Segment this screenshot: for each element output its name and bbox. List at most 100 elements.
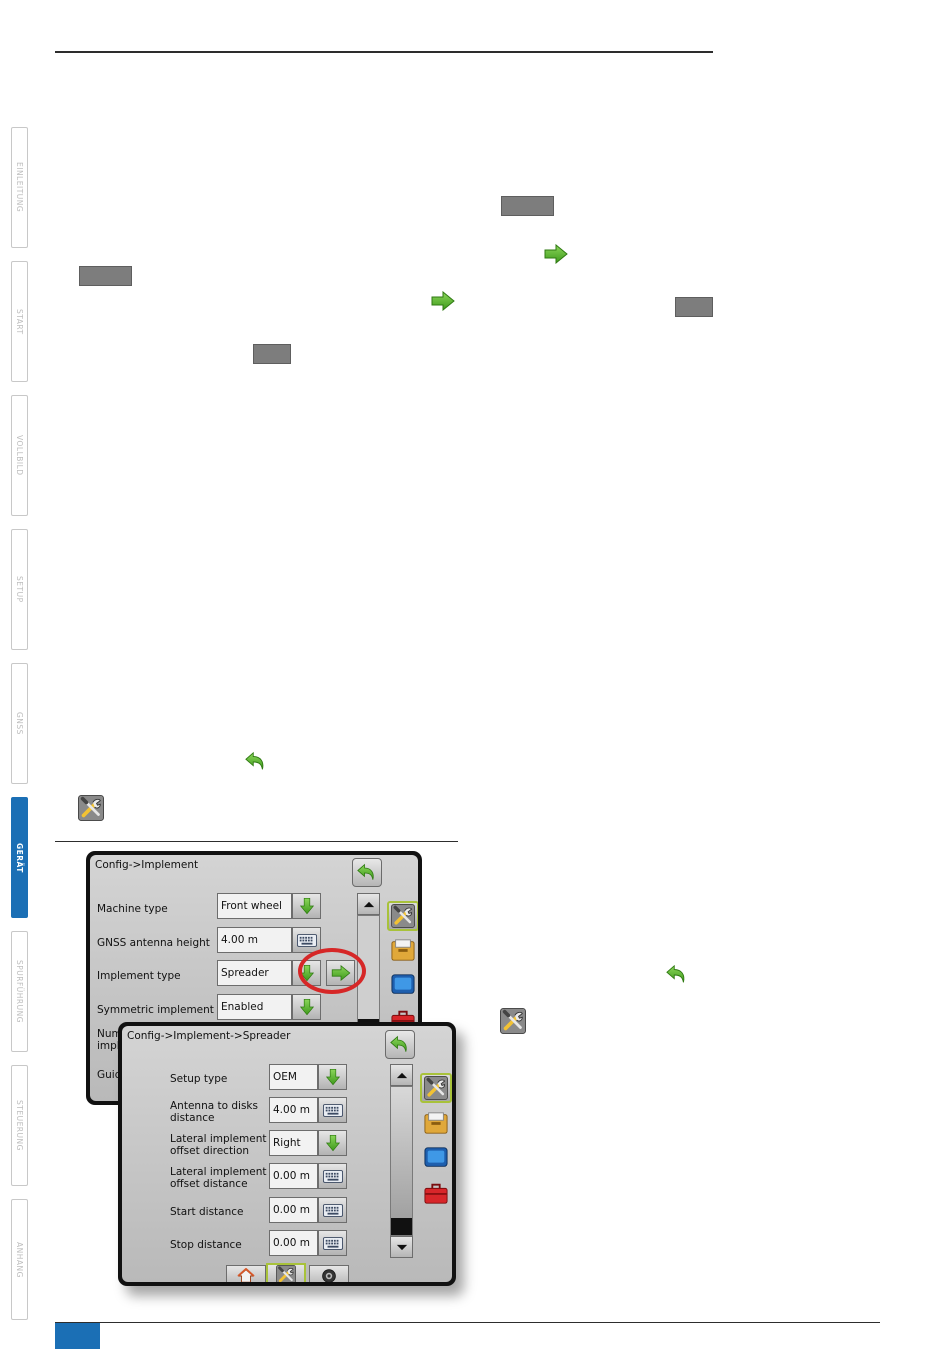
side-tab-steuerung[interactable]: STEUERUNG (11, 1065, 28, 1186)
back-arrow-icon (666, 964, 688, 986)
stop-distance-label: Stop distance (170, 1239, 242, 1251)
partial-row-label: Num (97, 1028, 122, 1040)
symmetric-implement-label: Symmetric implement (97, 1004, 214, 1016)
display-tab[interactable] (420, 1143, 452, 1173)
config-bottom-tab[interactable] (266, 1263, 306, 1282)
side-tab-label: GNSS (15, 712, 24, 735)
back-button[interactable] (352, 858, 382, 887)
scrollbar[interactable] (390, 1086, 413, 1236)
side-tab-einleitung[interactable]: EINLEITUNG (11, 127, 28, 248)
lateral-offset-direction-dropdown-button[interactable] (318, 1130, 347, 1156)
spreader-config-screen: Config->Implement->Spreader Setup type O… (118, 1022, 456, 1286)
back-arrow-icon (390, 1035, 410, 1055)
gauge-icon (321, 1268, 337, 1282)
side-tab-label: GERÄT (15, 842, 24, 873)
symmetric-implement-field[interactable]: Enabled (217, 994, 292, 1020)
partial-row-label: impl (97, 1040, 120, 1052)
data-tab[interactable] (420, 1108, 452, 1138)
setup-type-label: Setup type (170, 1073, 228, 1085)
stop-distance-field[interactable]: 0.00 m (269, 1230, 318, 1256)
side-tab-label: ANHANG (15, 1241, 24, 1278)
side-tab-vollbild[interactable]: VOLLBILD (11, 395, 28, 516)
machine-type-field[interactable]: Front wheel (217, 893, 292, 919)
keyboard-icon (323, 1237, 343, 1250)
monitor-icon (423, 1146, 449, 1170)
scroll-down-button[interactable] (390, 1236, 413, 1258)
side-tab-geraet[interactable]: GERÄT (11, 797, 28, 918)
antenna-to-disks-field[interactable]: 4.00 m (269, 1097, 318, 1123)
side-tab-label: STEUERUNG (15, 1100, 24, 1151)
screen-breadcrumb: Config->Implement (95, 859, 199, 871)
tools-icon (391, 904, 415, 928)
side-tab-anhang[interactable]: ANHANG (11, 1199, 28, 1320)
side-tab-setup[interactable]: SETUP (11, 529, 28, 650)
down-arrow-icon (326, 1068, 340, 1086)
side-tab-label: EINLEITUNG (15, 162, 24, 213)
tools-tab[interactable] (420, 1178, 452, 1208)
next-arrow-icon (431, 291, 455, 311)
keyboard-icon (297, 934, 317, 947)
tools-icon (78, 795, 104, 821)
header-rule (55, 51, 713, 53)
lateral-offset-direction-label: Lateral implement offset direction (170, 1133, 267, 1157)
side-tab-label: START (15, 308, 24, 335)
lateral-offset-direction-field[interactable]: Right (269, 1130, 318, 1156)
guidance-tab[interactable] (309, 1265, 349, 1282)
setup-type-field[interactable]: OEM (269, 1064, 318, 1090)
highlight-ring (298, 948, 366, 994)
config-tab[interactable] (420, 1073, 452, 1103)
gnss-antenna-height-field[interactable]: 4.00 m (217, 927, 292, 953)
display-tab[interactable] (387, 970, 418, 1000)
down-arrow-icon (300, 897, 314, 915)
antenna-to-disks-label: Antenna to disks distance (170, 1100, 258, 1124)
side-tab-gnss[interactable]: GNSS (11, 663, 28, 784)
monitor-icon (390, 973, 416, 997)
side-tab-label: VOLLBILD (15, 435, 24, 476)
keyboard-button[interactable] (292, 927, 321, 953)
gray-key-placeholder (675, 297, 713, 317)
implement-type-label: Implement type (97, 970, 181, 982)
toolbox-icon (423, 1181, 449, 1205)
tools-icon (424, 1076, 448, 1100)
machine-type-label: Machine type (97, 903, 168, 915)
keyboard-button[interactable] (318, 1097, 347, 1123)
lateral-offset-distance-field[interactable]: 0.00 m (269, 1163, 318, 1189)
down-arrow-icon (300, 998, 314, 1016)
machine-type-dropdown-button[interactable] (292, 893, 321, 919)
partial-row-label: Guid (97, 1069, 122, 1081)
keyboard-icon (323, 1204, 343, 1217)
back-arrow-icon (245, 751, 267, 773)
start-distance-label: Start distance (170, 1206, 244, 1218)
start-distance-field[interactable]: 0.00 m (269, 1197, 318, 1223)
scroll-up-button[interactable] (357, 893, 380, 915)
keyboard-button[interactable] (318, 1230, 347, 1256)
setup-type-dropdown-button[interactable] (318, 1064, 347, 1090)
scroll-thumb[interactable] (391, 1218, 412, 1235)
up-triangle-icon (363, 901, 375, 908)
scroll-up-button[interactable] (390, 1064, 413, 1086)
gnss-antenna-height-label: GNSS antenna height (97, 937, 210, 949)
side-tab-spurfuehrung[interactable]: SPURFÜHRUNG (11, 931, 28, 1052)
data-tab[interactable] (387, 935, 418, 965)
side-tab-start[interactable]: START (11, 261, 28, 382)
page-number-badge (55, 1323, 100, 1349)
lateral-offset-distance-label: Lateral implement offset distance (170, 1166, 267, 1190)
config-tab[interactable] (387, 901, 418, 931)
keyboard-button[interactable] (318, 1197, 347, 1223)
tools-icon (276, 1265, 296, 1282)
home-icon (237, 1268, 255, 1282)
implement-type-field[interactable]: Spreader (217, 960, 292, 986)
footer-rule (55, 1322, 880, 1323)
back-arrow-icon (357, 863, 377, 883)
symmetric-implement-dropdown-button[interactable] (292, 994, 321, 1020)
gray-key-placeholder (79, 266, 132, 286)
gray-key-placeholder (501, 196, 554, 216)
keyboard-button[interactable] (318, 1163, 347, 1189)
up-triangle-icon (396, 1072, 408, 1079)
down-triangle-icon (396, 1244, 408, 1251)
home-tab[interactable] (226, 1265, 266, 1282)
folder-icon (390, 938, 416, 962)
side-tab-label: SPURFÜHRUNG (15, 959, 24, 1024)
tools-icon (500, 1008, 526, 1034)
back-button[interactable] (385, 1030, 415, 1059)
